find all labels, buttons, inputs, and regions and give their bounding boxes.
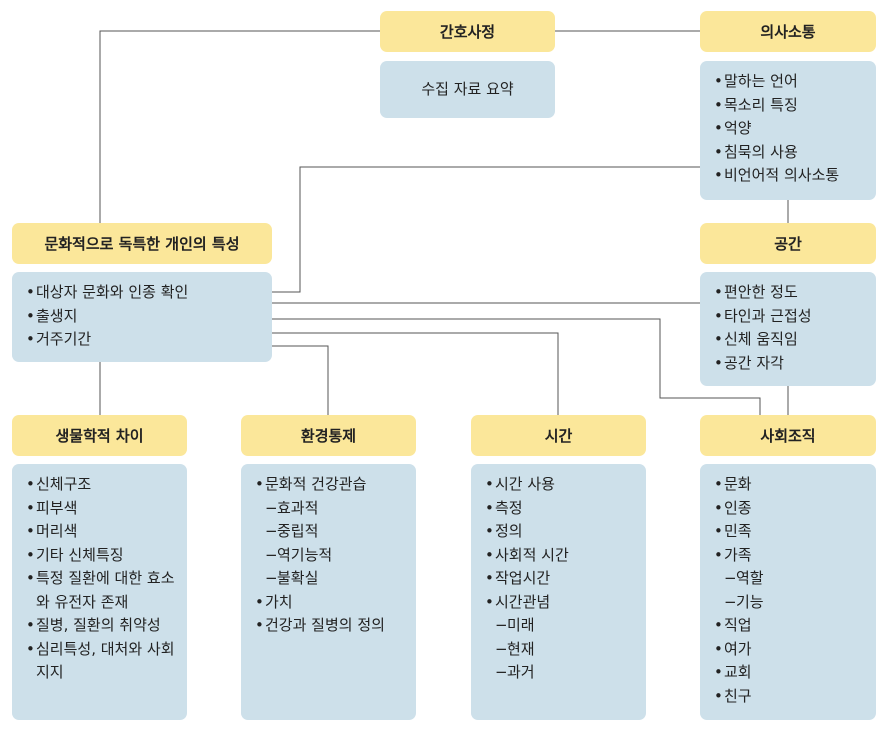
- list-item: 머리색: [26, 520, 181, 544]
- nursing-assessment-content: 수집 자료 요약: [421, 79, 514, 98]
- time-header: 시간: [471, 415, 646, 456]
- nursing-assessment-title: 간호사정: [439, 23, 496, 41]
- time-title: 시간: [544, 427, 573, 445]
- list-item: 말하는 언어: [714, 70, 870, 94]
- list-item: 가치: [255, 591, 410, 615]
- list-item: 과거: [485, 661, 640, 685]
- list-item: 문화적 건강관습: [255, 473, 410, 497]
- list-item: 질병, 질환의 취약성: [26, 614, 181, 638]
- social-box: 문화 인종 민족 가족 역할 기능 직업 여가 교회 친구: [700, 464, 876, 720]
- list-item: 미래: [485, 614, 640, 638]
- list-item: 교회: [714, 661, 870, 685]
- list-item: 작업시간: [485, 567, 640, 591]
- list-item: 문화: [714, 473, 870, 497]
- list-item: 중립적: [255, 520, 410, 544]
- cultural-unique-header: 문화적으로 독특한 개인의 특성: [12, 223, 272, 264]
- space-box: 편안한 정도 타인과 근접성 신체 움직임 공간 자각: [700, 272, 876, 386]
- list-item: 출생지: [26, 305, 266, 329]
- list-item: 침묵의 사용: [714, 141, 870, 165]
- connector-communication-to-cultural: [272, 166, 700, 293]
- list-item: 특정 질환에 대한 효소와 유전자 존재: [26, 567, 181, 614]
- list-item: 직업: [714, 614, 870, 638]
- nursing-assessment-header: 간호사정: [380, 11, 555, 52]
- environment-box: 문화적 건강관습 효과적 중립적 역기능적 불확실 가치 건강과 질병의 정의: [241, 464, 416, 720]
- list-item: 기능: [714, 591, 870, 615]
- biological-title: 생물학적 차이: [55, 427, 144, 445]
- list-item: 사회적 시간: [485, 544, 640, 568]
- list-item: 역기능적: [255, 544, 410, 568]
- communication-header: 의사소통: [700, 11, 876, 52]
- list-item: 공간 자각: [714, 352, 870, 376]
- list-item: 효과적: [255, 497, 410, 521]
- space-title: 공간: [774, 235, 802, 253]
- cultural-unique-box: 대상자 문화와 인종 확인 출생지 거주기간: [12, 272, 272, 362]
- social-title: 사회조직: [760, 427, 816, 445]
- list-item: 시간관념: [485, 591, 640, 615]
- list-item: 심리특성, 대처와 사회지지: [26, 638, 181, 685]
- communication-box: 말하는 언어 목소리 특징 억양 침묵의 사용 비언어적 의사소통: [700, 61, 876, 200]
- biological-box: 신체구조 피부색 머리색 기타 신체특징 특정 질환에 대한 효소와 유전자 존…: [12, 464, 187, 720]
- list-item: 신체 움직임: [714, 328, 870, 352]
- list-item: 측정: [485, 497, 640, 521]
- list-item: 억양: [714, 117, 870, 141]
- environment-title: 환경통제: [300, 427, 357, 445]
- list-item: 거주기간: [26, 328, 266, 352]
- list-item: 편안한 정도: [714, 281, 870, 305]
- list-item: 시간 사용: [485, 473, 640, 497]
- cultural-unique-title: 문화적으로 독특한 개인의 특성: [44, 235, 240, 253]
- list-item: 인종: [714, 497, 870, 521]
- biological-header: 생물학적 차이: [12, 415, 187, 456]
- space-header: 공간: [700, 223, 876, 264]
- list-item: 비언어적 의사소통: [714, 164, 870, 188]
- list-item: 피부색: [26, 497, 181, 521]
- list-item: 건강과 질병의 정의: [255, 614, 410, 638]
- list-item: 역할: [714, 567, 870, 591]
- connector-cultural-to-environment: [272, 345, 329, 415]
- list-item: 타인과 근접성: [714, 305, 870, 329]
- list-item: 신체구조: [26, 473, 181, 497]
- social-header: 사회조직: [700, 415, 876, 456]
- list-item: 불확실: [255, 567, 410, 591]
- list-item: 기타 신체특징: [26, 544, 181, 568]
- connector-assessment-to-cultural: [99, 30, 380, 223]
- list-item: 가족: [714, 544, 870, 568]
- list-item: 대상자 문화와 인종 확인: [26, 281, 266, 305]
- list-item: 민족: [714, 520, 870, 544]
- list-item: 여가: [714, 638, 870, 662]
- list-item: 현재: [485, 638, 640, 662]
- list-item: 목소리 특징: [714, 94, 870, 118]
- list-item: 정의: [485, 520, 640, 544]
- nursing-assessment-box: 수집 자료 요약: [380, 61, 555, 118]
- connector-cultural-to-time: [272, 332, 559, 415]
- list-item: 친구: [714, 685, 870, 709]
- communication-title: 의사소통: [760, 23, 816, 41]
- environment-header: 환경통제: [241, 415, 416, 456]
- connector-cultural-to-social: [272, 318, 761, 415]
- time-box: 시간 사용 측정 정의 사회적 시간 작업시간 시간관념 미래 현재 과거: [471, 464, 646, 720]
